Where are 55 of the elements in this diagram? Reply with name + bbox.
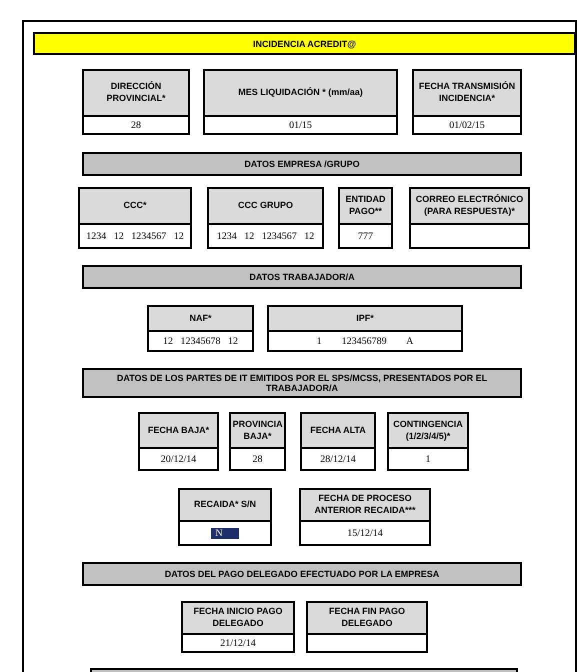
field-value: N [211, 528, 239, 538]
field-value: 28/12/14 [320, 454, 356, 464]
section-header: DATOS EMPRESA /GRUPO [82, 152, 522, 176]
form-field [338, 187, 393, 249]
form-field [409, 187, 530, 249]
form-field [181, 601, 295, 653]
form-field [207, 187, 324, 249]
field-label: CONTINGENCIA (1/2/3/4/5)* [392, 418, 464, 442]
field-label: RECAIDA* S/N [194, 499, 256, 511]
field-label: PROVINCIA BAJA* [232, 418, 282, 442]
field-value: 15/12/14 [347, 528, 383, 538]
form-field [138, 412, 219, 471]
section-header: DATOS TRABAJADOR/A [82, 265, 522, 289]
field-value: 01/02/15 [449, 120, 485, 130]
form-field [299, 488, 431, 546]
title-bar: INCIDENCIA ACREDIT@ [33, 32, 576, 55]
field-value: 28 [252, 454, 262, 464]
section-header: DATOS DEL PAGO DELEGADO EFECTUADO POR LA EMPRESA [82, 562, 522, 586]
field-label: FECHA BAJA* [148, 424, 210, 436]
field-label: CCC GRUPO [238, 200, 293, 212]
section-header: DATOS DE LOS PARTES DE IT EMITIDOS POR EL SPS/MCSS, PRESENTADOS POR EL TRABAJADOR/A [82, 368, 522, 398]
form-field [306, 601, 428, 653]
field-label: ENTIDAD PAGO** [344, 194, 386, 218]
field-label: CORREO ELECTRÓNICO (PARA RESPUESTA)* [414, 194, 524, 218]
field-value: 12 12345678 12 [163, 336, 238, 346]
field-label: DIRECCIÓN PROVINCIAL* [105, 81, 166, 105]
field-label: FECHA INICIO PAGO DELEGADO [192, 606, 284, 630]
field-label: IPF* [356, 312, 374, 324]
field-value: 777 [358, 230, 373, 242]
form-field [267, 305, 463, 352]
field-label: FECHA FIN PAGO DELEGADO [328, 606, 406, 630]
form-field [387, 412, 469, 471]
field-value: 01/15 [289, 120, 312, 130]
field-value: 1234 12 1234567 12 [86, 230, 184, 242]
form-field [229, 412, 286, 471]
form-field [412, 69, 522, 135]
field-value: 28 [131, 120, 141, 130]
field-label: FECHA DE PROCESO ANTERIOR RECAIDA*** [313, 493, 416, 517]
field-label: NAF* [190, 312, 212, 324]
field-label: MES LIQUIDACIÓN * (mm/aa) [238, 87, 363, 99]
field-label: FECHA ALTA [310, 424, 366, 436]
field-label: FECHA TRANSMISIÓN INCIDENCIA* [418, 81, 516, 105]
field-value: 1 [426, 454, 430, 464]
form-field [178, 488, 272, 546]
form-field [147, 305, 254, 352]
section-header [90, 668, 518, 672]
field-value: 21/12/14 [220, 638, 256, 648]
form-field [203, 69, 398, 135]
field-label: CCC* [123, 200, 146, 212]
field-value: 1 123456789 A [316, 336, 414, 346]
field-value: 20/12/14 [160, 454, 196, 464]
form-field [78, 187, 192, 249]
form-field [300, 412, 376, 471]
field-value: 1234 12 1234567 12 [216, 230, 314, 242]
form-field [82, 69, 190, 135]
